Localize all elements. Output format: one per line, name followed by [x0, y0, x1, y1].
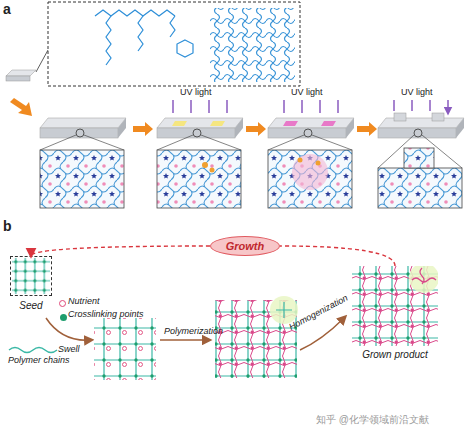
step-label: Polymerization	[164, 326, 223, 336]
zoom-box	[48, 2, 300, 86]
block	[378, 113, 464, 208]
block-front	[157, 128, 235, 138]
exposed-area	[172, 121, 187, 126]
block	[268, 118, 354, 208]
seed-grid	[12, 258, 50, 294]
block-front	[378, 128, 456, 138]
grown-region	[292, 154, 328, 190]
step-label: Swell	[58, 344, 80, 354]
block-side	[235, 118, 243, 138]
legend-text: Nutrient	[68, 296, 100, 306]
legend-swatch	[8, 346, 60, 354]
leader-line	[36, 50, 48, 72]
watermark: 知乎 @化学领域前沿文献	[316, 413, 429, 427]
process-arrow	[246, 122, 266, 136]
uv-arrow	[173, 100, 448, 113]
monomer-dot	[298, 158, 303, 163]
step-label: Homogenization	[287, 293, 349, 332]
swollen-network	[94, 318, 156, 380]
zoom-box	[157, 150, 241, 208]
zoom-circle	[414, 129, 422, 137]
grown-bump	[432, 113, 444, 121]
block-top	[378, 118, 464, 128]
zoom-box	[268, 150, 352, 208]
chain-grid	[276, 302, 292, 318]
block-top	[40, 118, 126, 128]
process-arrow	[357, 122, 377, 136]
zoom-circle	[76, 129, 84, 137]
zoom-bump	[404, 148, 434, 168]
grown-bump	[394, 113, 406, 121]
node-label: Growth	[226, 240, 265, 252]
step-label: UV light	[401, 87, 433, 97]
block-top	[157, 118, 243, 128]
network-box: Seed	[10, 256, 52, 296]
exposed-area	[210, 121, 225, 126]
block-front	[40, 128, 118, 138]
legend-text: Polymer chains	[8, 355, 70, 365]
zoom-circle	[304, 129, 312, 137]
block	[40, 118, 126, 208]
block-top	[268, 118, 354, 128]
panel-letter: b	[3, 218, 12, 234]
block	[157, 118, 243, 208]
polymer-backbone	[95, 10, 175, 16]
block-front	[268, 128, 346, 138]
zoom-line	[378, 135, 462, 168]
new-chain	[412, 268, 436, 284]
step-label: UV light	[291, 87, 323, 97]
highlight-circle	[409, 266, 438, 293]
network-sketch	[210, 8, 295, 82]
growth-connector	[280, 246, 395, 266]
zoom-line	[157, 135, 241, 150]
side-chain	[106, 16, 175, 65]
legend-swatch	[59, 300, 66, 307]
zoom-circle	[193, 129, 201, 137]
slab-top	[6, 70, 36, 76]
process-arrow	[46, 318, 90, 340]
chain-sample	[9, 348, 57, 353]
zoom-box	[378, 168, 462, 208]
exposed-area	[321, 121, 336, 126]
step-label: UV light	[180, 87, 212, 97]
network-box: Grown product	[352, 266, 438, 346]
panel-letter: a	[3, 1, 11, 17]
monomer-dot	[316, 161, 321, 166]
node-label: Seed	[0, 300, 71, 311]
process-arrow	[160, 339, 208, 341]
block-side	[346, 118, 354, 138]
node-label: Grown product	[332, 349, 458, 360]
zoom-line	[268, 135, 352, 150]
slab-front	[6, 76, 30, 81]
process-arrow	[10, 98, 32, 116]
block-side	[456, 118, 464, 138]
seed-network	[11, 257, 51, 295]
growth-connector	[31, 246, 210, 256]
zoom-line	[40, 135, 124, 150]
process-arrow	[133, 122, 153, 136]
legend-swatch	[60, 314, 67, 321]
benzene-ring	[177, 40, 193, 57]
exposed-area	[283, 121, 298, 126]
monomer-dot	[210, 168, 215, 173]
monomer-dot	[202, 162, 208, 168]
process-oval: Growth	[210, 236, 280, 256]
zoom-box	[40, 150, 124, 208]
legend-text: Crosslinking points	[68, 309, 144, 319]
grown-network	[352, 266, 438, 346]
block-side	[118, 118, 126, 138]
